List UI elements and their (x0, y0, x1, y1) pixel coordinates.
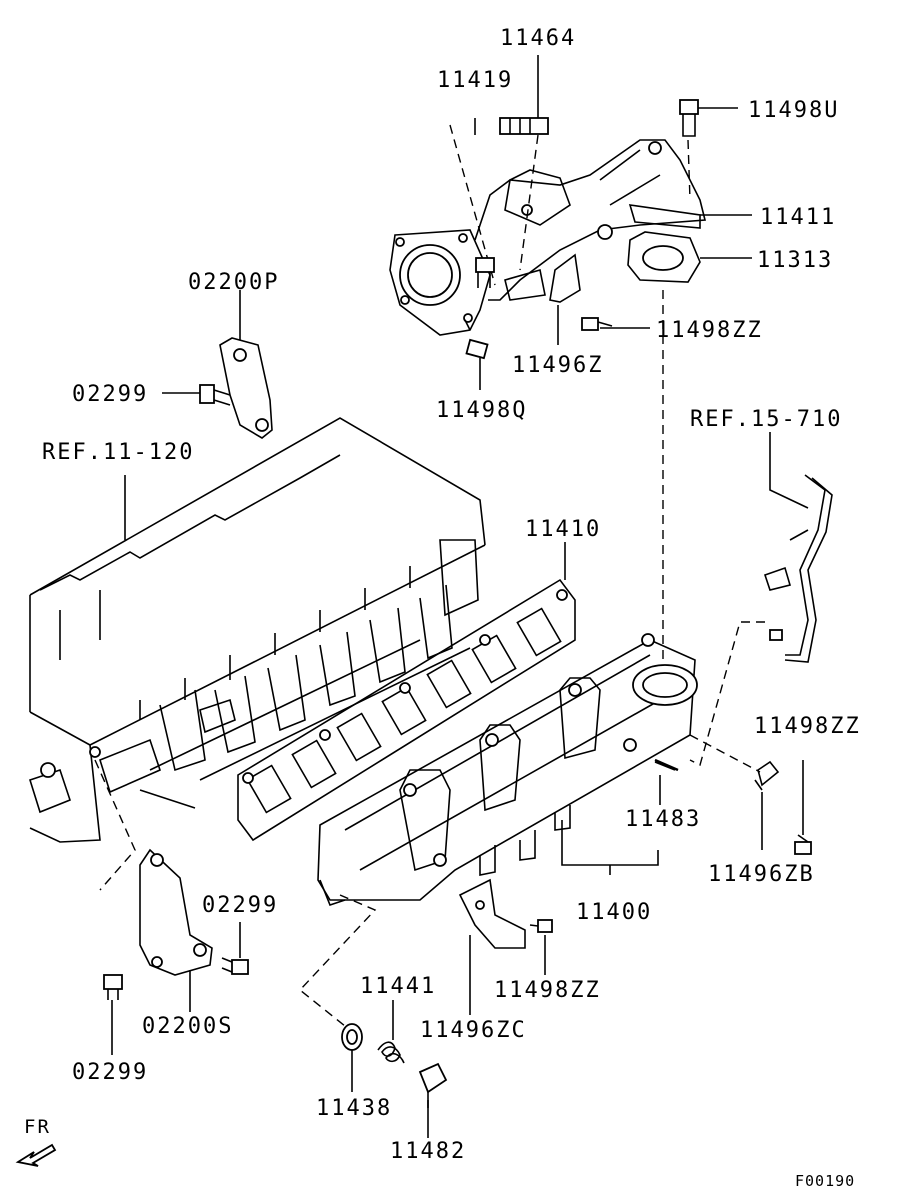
intake-manifold-11400 (317, 633, 698, 906)
figure-code: F00190 (795, 1172, 856, 1187)
bracket-02200S-dash (94, 759, 136, 891)
washer-11438 (341, 1023, 363, 1051)
plug-assembly-dash (298, 894, 377, 1031)
front-indicator-label: FR (24, 1116, 51, 1138)
part-label-02299-top[interactable]: 02299 (72, 382, 149, 407)
cylinder-head-outline (29, 417, 486, 843)
bolt-11498U-dash (687, 139, 691, 201)
part-label-11498ZZ-bottom[interactable]: 11498ZZ (494, 978, 601, 1003)
part-label-11400[interactable]: 11400 (576, 900, 653, 925)
upper-intake-11411 (389, 139, 707, 336)
sensor-11464 (499, 117, 549, 135)
bolt-11498U (679, 99, 699, 137)
part-label-11482[interactable]: 11482 (390, 1139, 467, 1164)
part-label-11498Q[interactable]: 11498Q (436, 398, 528, 423)
part-label-11498ZZ-top[interactable]: 11498ZZ (656, 318, 763, 343)
bolt-11498ZZ-top (581, 317, 613, 331)
part-label-11483[interactable]: 11483 (625, 807, 702, 832)
part-label-11313[interactable]: 11313 (757, 248, 834, 273)
part-label-11441[interactable]: 11441 (360, 974, 437, 999)
intake-gasket-11410 (237, 578, 576, 842)
bracket-02200S (139, 848, 213, 976)
part-label-02200P[interactable]: 02200P (188, 270, 280, 295)
bolt-11498ZZ-bottom (529, 919, 553, 933)
part-label-11411[interactable]: 11411 (760, 205, 837, 230)
ref-15-710-dash (689, 621, 765, 767)
ref-label-11-120[interactable]: REF.11-120 (42, 440, 195, 465)
front-arrow-icon (15, 1143, 57, 1167)
part-label-11498ZZ-right[interactable]: 11498ZZ (754, 714, 861, 739)
bracket-02200P (219, 337, 273, 439)
part-label-11498U[interactable]: 11498U (748, 98, 840, 123)
part-label-02200S[interactable]: 02200S (142, 1014, 234, 1039)
clamp-11496ZB (754, 760, 780, 791)
ref-label-15-710[interactable]: REF.15-710 (690, 407, 843, 432)
part-label-02299-bottom[interactable]: 02299 (72, 1060, 149, 1085)
ref-15-710-pipe (763, 474, 833, 663)
part-label-11496ZB[interactable]: 11496ZB (708, 862, 815, 887)
bolt-02299-mid (221, 957, 249, 975)
part-label-11438[interactable]: 11438 (316, 1096, 393, 1121)
bracket-11496ZC (458, 878, 526, 949)
part-label-11410[interactable]: 11410 (525, 517, 602, 542)
part-label-11496Z[interactable]: 11496Z (512, 353, 604, 378)
part-label-02299-mid[interactable]: 02299 (202, 893, 279, 918)
pin-11483 (654, 758, 679, 772)
bolt-11498ZZ-right (794, 834, 812, 855)
gasket-11313 (627, 231, 701, 283)
bolt-02299-bottom (103, 974, 123, 1000)
bolt-02299-top (199, 384, 231, 406)
part-label-11419[interactable]: 11419 (437, 68, 514, 93)
clamp-11496ZB-dash (689, 734, 761, 773)
plug-11482 (418, 1062, 448, 1108)
bolt-11498Q (465, 257, 495, 360)
sensor-11464-dash (519, 134, 539, 271)
ref-15-710-leader (769, 432, 809, 509)
spring-11441 (377, 1041, 405, 1064)
part-label-11496ZC[interactable]: 11496ZC (420, 1018, 527, 1043)
bracket-11496Z-shape (549, 253, 581, 303)
part-label-11464[interactable]: 11464 (500, 26, 577, 51)
